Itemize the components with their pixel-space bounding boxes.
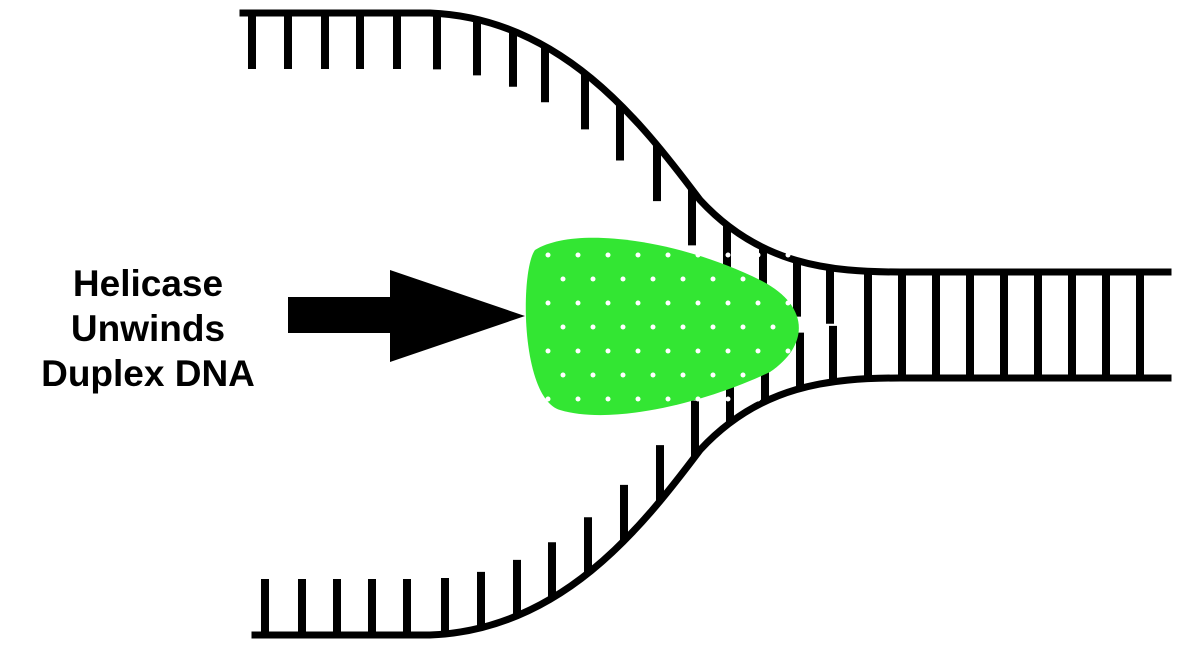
helicase-dot bbox=[681, 277, 686, 282]
helicase-dot bbox=[786, 301, 791, 306]
helicase-dot bbox=[756, 253, 761, 258]
helicase-dot bbox=[591, 325, 596, 330]
helicase-dot bbox=[756, 397, 761, 402]
helicase-dot bbox=[651, 373, 656, 378]
helicase-dot bbox=[546, 253, 551, 258]
helicase-dot bbox=[711, 325, 716, 330]
helicase-dot bbox=[696, 253, 701, 258]
helicase-dot bbox=[756, 349, 761, 354]
helicase-dot bbox=[771, 373, 776, 378]
bottom-strand-backbone bbox=[255, 378, 1168, 635]
duplex-base-pairs bbox=[868, 272, 1140, 378]
helicase-dot bbox=[681, 373, 686, 378]
helicase-label: Helicase Unwinds Duplex DNA bbox=[41, 263, 255, 394]
helicase-dot bbox=[741, 277, 746, 282]
helicase-dot bbox=[636, 301, 641, 306]
helicase-dot bbox=[636, 349, 641, 354]
label-line-1: Helicase bbox=[73, 263, 223, 304]
label-line-3: Duplex DNA bbox=[41, 353, 255, 394]
label-line-2: Unwinds bbox=[71, 308, 225, 349]
helicase-dot bbox=[696, 397, 701, 402]
helicase-dot bbox=[576, 253, 581, 258]
helicase-dot bbox=[651, 325, 656, 330]
helicase-dot bbox=[786, 397, 791, 402]
helicase-dot bbox=[696, 301, 701, 306]
helicase-dot bbox=[726, 253, 731, 258]
helicase-dot bbox=[546, 349, 551, 354]
helicase-dot bbox=[606, 397, 611, 402]
helicase-dot bbox=[621, 277, 626, 282]
helicase-dot bbox=[696, 349, 701, 354]
helicase-dot bbox=[546, 301, 551, 306]
helicase-dot bbox=[786, 253, 791, 258]
helicase-dot bbox=[561, 373, 566, 378]
top-strand-backbone bbox=[243, 13, 1168, 272]
helicase-dot bbox=[726, 301, 731, 306]
helicase-dot bbox=[576, 349, 581, 354]
helicase-dot bbox=[606, 349, 611, 354]
helicase-dot bbox=[666, 349, 671, 354]
helicase-dot bbox=[711, 277, 716, 282]
helicase-blob-icon bbox=[526, 238, 799, 415]
helicase-dot bbox=[666, 301, 671, 306]
helicase-dot bbox=[576, 301, 581, 306]
helicase-dot bbox=[666, 253, 671, 258]
helicase-dot bbox=[621, 325, 626, 330]
helicase-dot bbox=[786, 349, 791, 354]
helicase-dot bbox=[636, 253, 641, 258]
helicase-dot bbox=[756, 301, 761, 306]
helicase-dot bbox=[561, 277, 566, 282]
helicase-dot bbox=[681, 325, 686, 330]
helicase-dot bbox=[606, 301, 611, 306]
helicase-dot bbox=[726, 349, 731, 354]
arrow-right-icon bbox=[288, 270, 525, 362]
helicase-dot bbox=[621, 373, 626, 378]
helicase-dot bbox=[711, 373, 716, 378]
helicase-dot bbox=[561, 325, 566, 330]
helicase-dot bbox=[636, 397, 641, 402]
helicase-dot bbox=[576, 397, 581, 402]
helicase-dot bbox=[651, 277, 656, 282]
helicase-dot bbox=[771, 325, 776, 330]
helicase-dot bbox=[741, 373, 746, 378]
helicase-dot bbox=[591, 277, 596, 282]
helicase-dot bbox=[666, 397, 671, 402]
helicase-dot bbox=[591, 373, 596, 378]
helicase-dot bbox=[726, 397, 731, 402]
helicase-dot bbox=[546, 397, 551, 402]
helicase-dot bbox=[606, 253, 611, 258]
helicase-dot bbox=[771, 277, 776, 282]
helicase-dot bbox=[741, 325, 746, 330]
